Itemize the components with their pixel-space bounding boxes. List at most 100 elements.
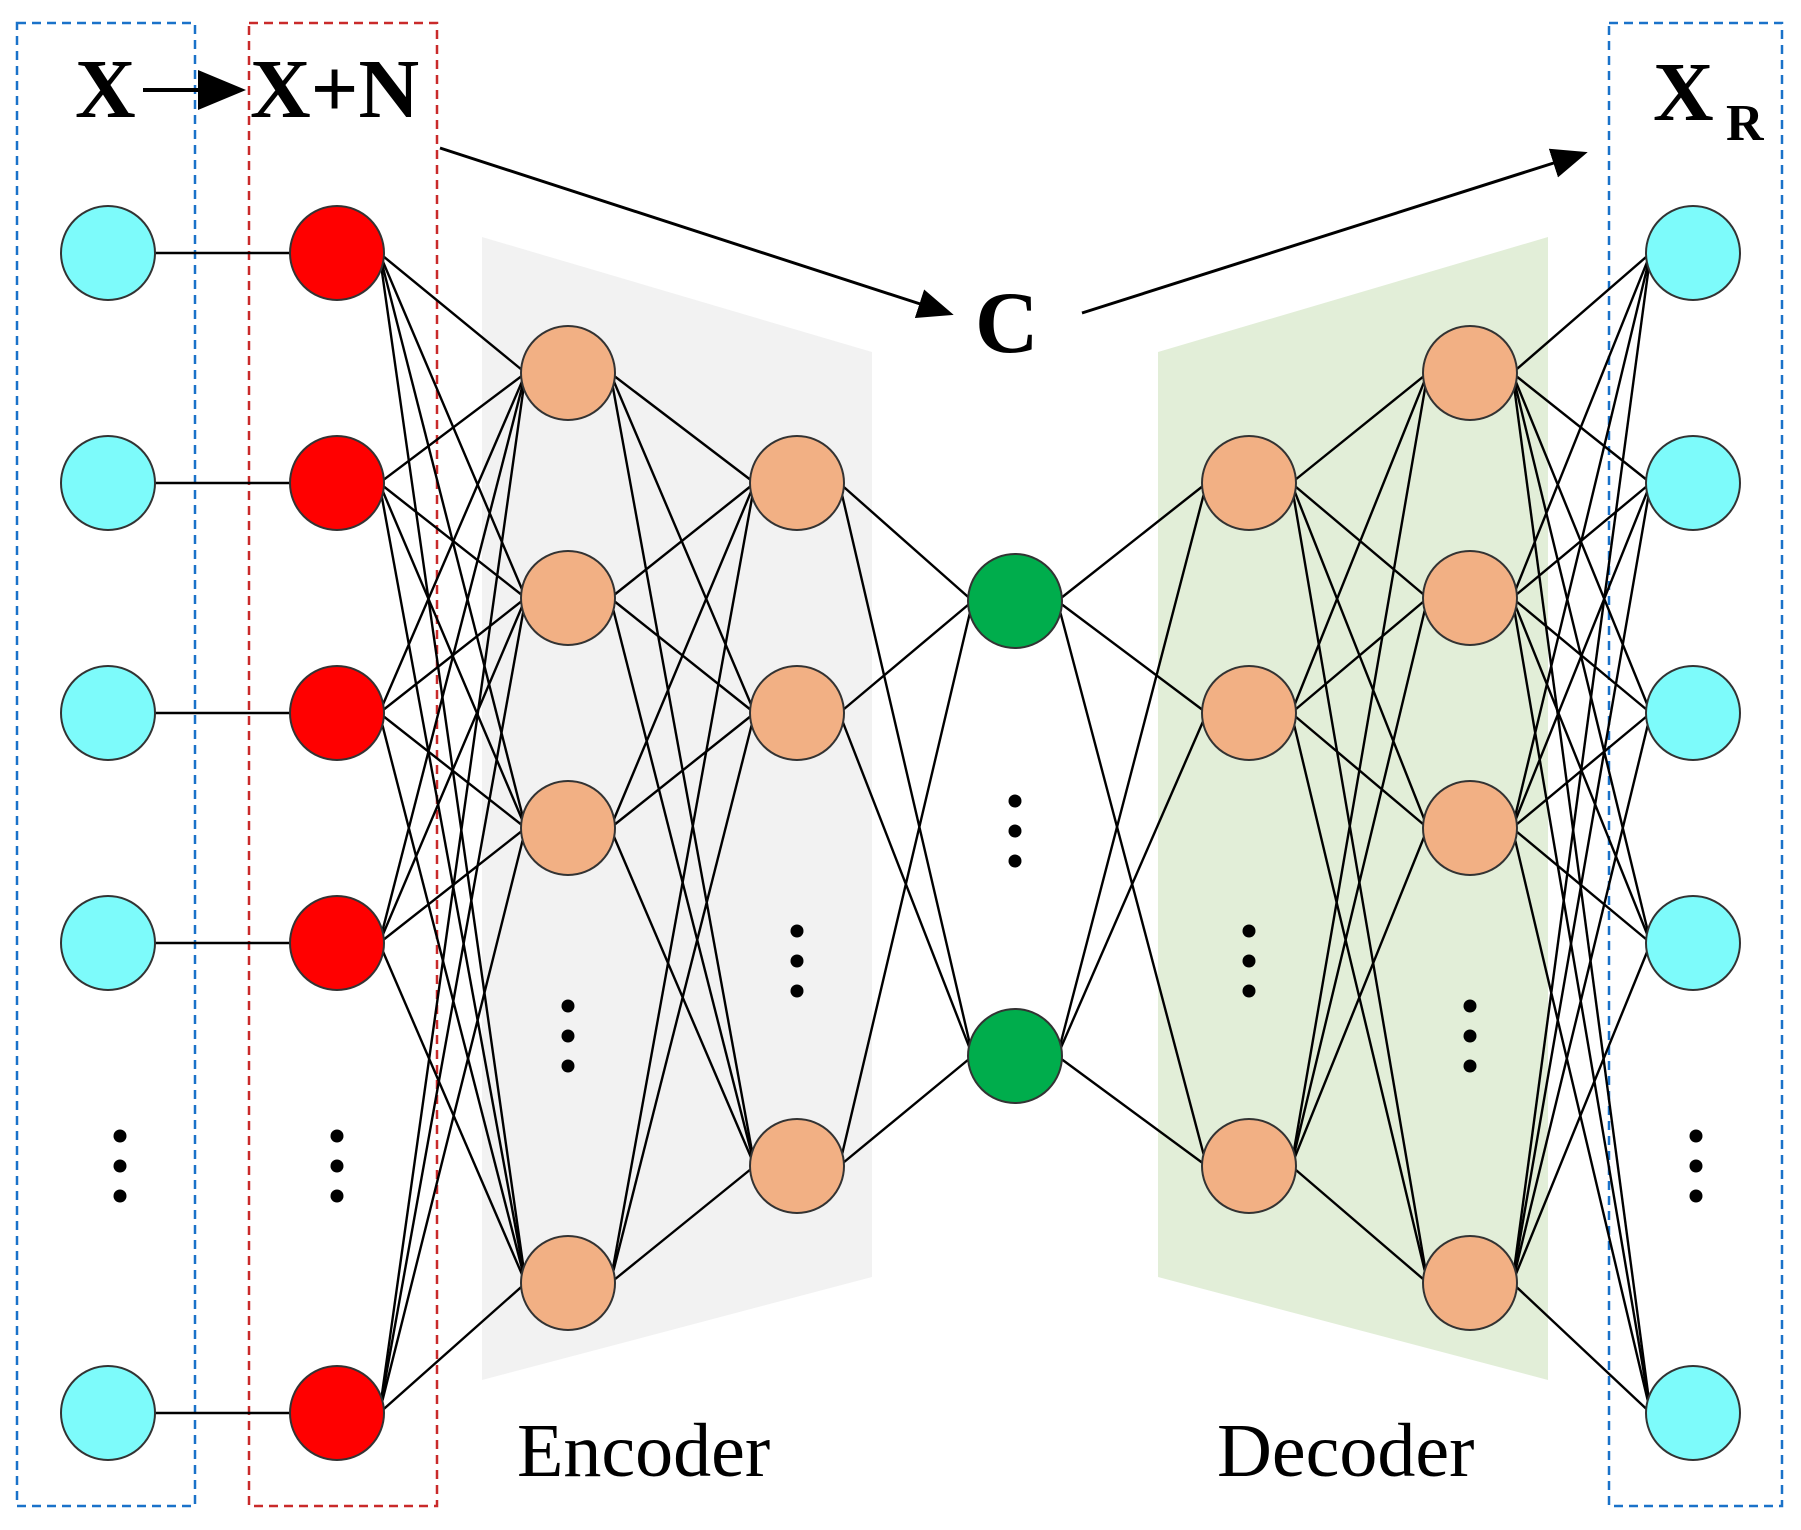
input-ellipsis-dot [113,1159,127,1173]
encoder1-node [520,550,616,646]
edge-decoder1-decoder2 [1290,827,1429,1167]
edge-decoder1-decoder2 [1290,372,1429,484]
decoder-label: Decoder [1217,1409,1474,1493]
edge-encoder2-code [838,482,974,602]
edge-decoder2-output [1511,252,1652,374]
noisy-ellipsis-dot [330,1189,344,1203]
decoder1-node [1201,665,1297,761]
output-node [1645,205,1741,301]
encoder1-node [520,325,616,421]
edge-encoder1-encoder2 [609,372,756,714]
decoder2-node [1422,325,1518,421]
edge-decoder1-decoder2 [1290,597,1429,714]
input-node [60,205,156,301]
edge-encoder1-encoder2 [609,712,756,829]
edge-noisy-encoder1 [378,597,527,944]
noisy-node [289,435,385,531]
edge-noisy-encoder1 [378,712,527,1284]
output-node [1645,665,1741,761]
encoder2-ellipsis-dot [790,984,804,998]
edge-decoder2-output [1511,252,1652,829]
encoder1-node [520,1235,616,1331]
output-ellipsis-dot [1689,1159,1703,1173]
edge-noisy-encoder1 [378,597,527,1414]
edge-decoder2-output [1511,827,1652,1414]
encoder2-ellipsis-dot [790,924,804,938]
edge-code-decoder1 [1056,1055,1208,1167]
edge-code-decoder1 [1056,482,1208,1057]
nodes [60,205,1741,1461]
code-ellipsis-dot [1008,794,1022,808]
encoder1-node [520,780,616,876]
encoder1-ellipsis-dot [561,999,575,1013]
edge-code-decoder1 [1056,600,1208,714]
output-group-box [1607,21,1784,1508]
output-node [1645,435,1741,531]
edge-decoder2-output [1511,1282,1652,1414]
encoder2-node [749,1118,845,1214]
code-node [967,553,1063,649]
edge-code-decoder1 [1056,712,1208,1057]
edge-noisy-encoder1 [378,372,527,944]
input-node [60,1365,156,1461]
edge-encoder2-code [838,600,974,1167]
encoder2-node [749,435,845,531]
edge-noisy-encoder1 [378,252,527,374]
edge-noisy-encoder1 [378,1282,527,1414]
output-ellipsis-dot [1689,1129,1703,1143]
encoder-label: Encoder [517,1409,770,1493]
code-ellipsis-dot [1008,854,1022,868]
edge-noisy-encoder1 [378,942,527,1284]
edge-noisy-encoder1 [378,372,527,484]
input-ellipsis-dot [113,1129,127,1143]
decoder2-ellipsis-dot [1463,999,1477,1013]
edge-encoder1-encoder2 [609,482,756,829]
reconstruction-subscript: R [1726,95,1765,152]
input-node [60,435,156,531]
edge-noisy-encoder1 [378,827,527,1414]
edge-encoder2-code [838,482,974,1057]
decoder1-ellipsis-dot [1242,954,1256,968]
edge-encoder1-encoder2 [609,712,756,1284]
edge-decoder1-decoder2 [1290,597,1429,1167]
edge-encoder1-encoder2 [609,482,756,599]
encoder-to-code-arrow [439,146,954,318]
encoder2-node [749,665,845,761]
edge-encoder1-encoder2 [609,372,756,484]
noisy-node [289,895,385,991]
encoder1-ellipsis-dot [561,1029,575,1043]
decoder1-ellipsis-dot [1242,924,1256,938]
ellipsis-dots [113,794,1703,1203]
noisy-node [289,1365,385,1461]
code-label: C [975,275,1039,372]
edge-noisy-encoder1 [378,372,527,1414]
input-group-box [15,21,197,1508]
edge-decoder2-output [1511,942,1652,1284]
decoder2-node [1422,780,1518,876]
decoder2-node [1422,550,1518,646]
code-to-output-arrow [1081,148,1588,315]
input-label: X [75,43,136,136]
edge-decoder2-output [1511,482,1652,829]
edge-decoder1-decoder2 [1290,372,1429,1167]
edge-decoder2-output [1511,372,1652,1414]
decoder1-ellipsis-dot [1242,984,1256,998]
decoder1-node [1201,1118,1297,1214]
reconstruction-label: X [1653,46,1714,139]
encoder2-ellipsis-dot [790,954,804,968]
noisy-input-group-box [247,21,439,1508]
code-ellipsis-dot [1008,824,1022,838]
output-node [1645,1365,1741,1461]
decoder2-ellipsis-dot [1463,1059,1477,1073]
edge-noisy-encoder1 [378,482,527,1284]
edge-decoder2-output [1511,252,1652,1284]
output-ellipsis-dot [1689,1189,1703,1203]
edge-code-decoder1 [1056,482,1208,602]
edge-encoder2-code [838,600,974,714]
edge-decoder2-output [1511,252,1652,599]
edge-decoder2-output [1511,482,1652,1284]
decoder1-node [1201,435,1297,531]
code-node [967,1008,1063,1104]
decoder2-node [1422,1235,1518,1331]
